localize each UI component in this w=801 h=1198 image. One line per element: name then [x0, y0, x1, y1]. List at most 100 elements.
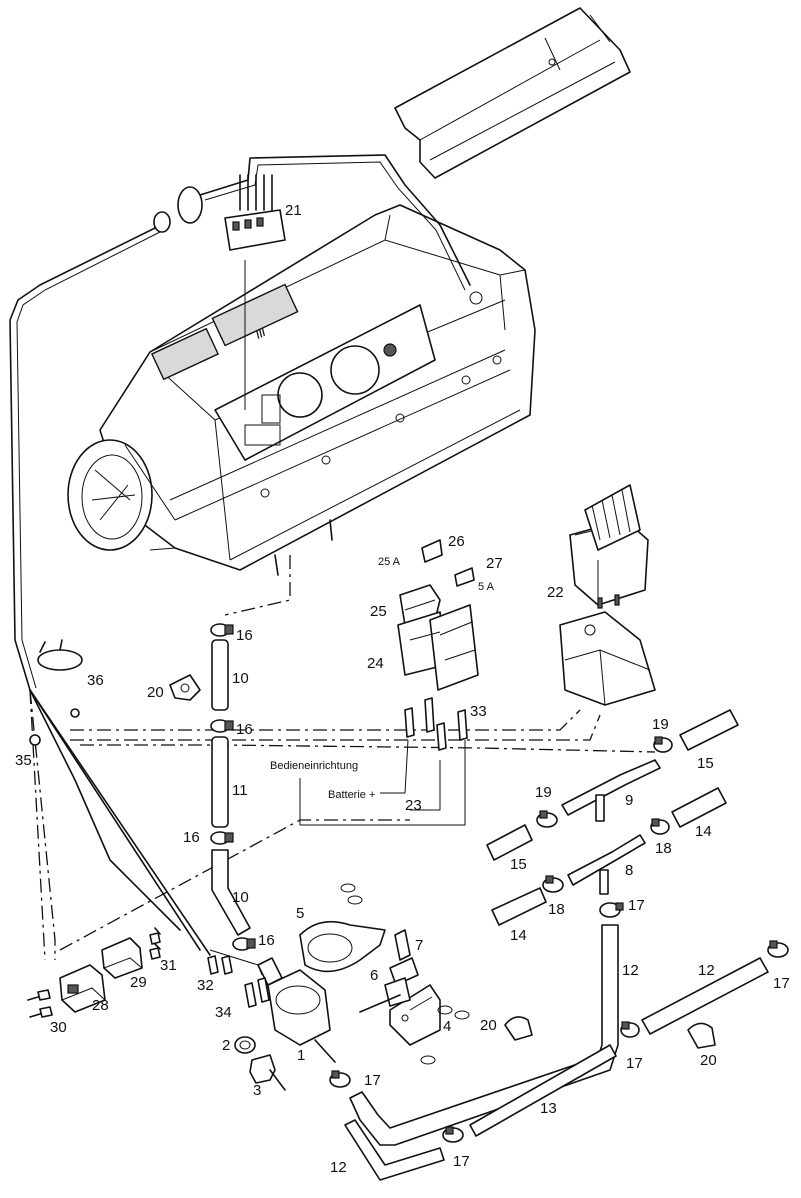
hose-14-upper	[671, 787, 727, 828]
plug-29	[101, 937, 143, 979]
filter-3	[249, 1054, 286, 1091]
clamp-18-lower	[542, 875, 564, 893]
callout-26: 26	[448, 533, 465, 550]
clamp-17-mid	[620, 1021, 640, 1038]
callout-20-c: 20	[700, 1052, 717, 1069]
callout-10-upper: 10	[232, 670, 249, 687]
callout-31: 31	[160, 957, 177, 974]
clamp-16-a	[210, 623, 234, 637]
callout-17-pump: 17	[364, 1072, 381, 1089]
callout-4: 4	[443, 1018, 451, 1035]
connectors-33	[404, 697, 468, 751]
hose-10-lower	[211, 849, 251, 936]
callout-24: 24	[367, 655, 384, 672]
callout-6: 6	[370, 967, 378, 984]
hose-15-upper	[679, 709, 739, 751]
hose-10-upper	[211, 639, 229, 711]
callout-25: 25	[370, 603, 387, 620]
damper-6	[384, 977, 411, 1007]
nut-small	[70, 708, 80, 718]
clamp-19-lower	[536, 810, 558, 828]
clamp-16-b	[210, 719, 234, 733]
callout-11: 11	[232, 782, 248, 799]
bracket-4	[389, 984, 441, 1046]
callout-8: 8	[625, 862, 633, 879]
callout-12-bottom: 12	[330, 1159, 347, 1176]
holder-20-a	[169, 674, 201, 701]
service-wrench	[394, 7, 631, 179]
wiring-harness	[9, 154, 483, 691]
callout-10-lower: 10	[232, 889, 249, 906]
callout-16-b: 16	[236, 721, 253, 738]
callout-18-upper: 18	[655, 840, 672, 857]
fuel-line-12-lower	[344, 1119, 445, 1181]
clamp-16-c	[210, 831, 234, 845]
hose-11	[211, 736, 229, 828]
label-battery: Batterie +	[328, 789, 375, 801]
callout-17-right: 17	[773, 975, 790, 992]
fuse-27	[454, 567, 475, 587]
t-piece-9	[561, 759, 661, 822]
callout-labels: 1 2 3 4 5 6 7 8 9 10 10 11 12 12 12 13 1…	[15, 202, 790, 1176]
callout-17-bottom: 17	[453, 1153, 470, 1170]
callout-36: 36	[87, 672, 104, 689]
callout-21: 21	[285, 202, 302, 219]
routing-lines	[29, 555, 656, 961]
callout-9: 9	[625, 792, 633, 809]
callout-17-mid: 17	[626, 1055, 643, 1072]
clamp-36	[37, 639, 83, 671]
washers	[340, 883, 470, 1065]
callout-12-mid: 12	[622, 962, 639, 979]
clamp-17-bottom	[442, 1126, 464, 1143]
fuel-line-12-right	[641, 957, 769, 1035]
label-operating-unit: Bedieneinrichtung	[270, 760, 358, 772]
callout-19-lower: 19	[535, 784, 552, 801]
label-fuse-25a: 25 A	[378, 556, 401, 568]
clamp-17-pump	[329, 1070, 351, 1088]
callout-33: 33	[470, 703, 487, 720]
callout-18-lower: 18	[548, 901, 565, 918]
clamp-18-upper	[650, 818, 670, 835]
callout-32: 32	[197, 977, 214, 994]
callout-14-lower: 14	[510, 927, 527, 944]
callout-20-b: 20	[480, 1017, 497, 1034]
relay-socket	[559, 611, 656, 706]
callout-13: 13	[540, 1100, 557, 1117]
callout-14-upper: 14	[695, 823, 712, 840]
callout-22: 22	[547, 584, 564, 601]
callout-20-a: 20	[147, 684, 164, 701]
heater-housing: ///	[67, 204, 536, 576]
callout-12-right: 12	[698, 962, 715, 979]
bolt	[359, 994, 401, 1013]
fuel-line-12-main	[349, 924, 619, 1146]
clamp-17-tee	[599, 902, 624, 918]
callout-3: 3	[253, 1082, 261, 1099]
fuse-26	[421, 539, 443, 563]
metering-pump-1	[257, 957, 336, 1063]
callout-23: 23	[405, 797, 422, 814]
callout-27: 27	[486, 555, 503, 572]
callout-16-c: 16	[183, 829, 200, 846]
callout-30: 30	[50, 1019, 67, 1036]
clamp-16-d	[232, 937, 256, 951]
terminals-31	[149, 927, 161, 960]
callout-7: 7	[415, 937, 423, 954]
terminals-34	[244, 977, 270, 1008]
callout-15-lower: 15	[510, 856, 527, 873]
callout-19-upper: 19	[652, 716, 669, 733]
callout-34: 34	[215, 1004, 232, 1021]
hose-15-lower	[486, 824, 533, 861]
hose-14-lower	[491, 887, 547, 926]
pump-cable	[209, 949, 263, 976]
nut-35	[29, 734, 41, 746]
callout-5: 5	[296, 905, 304, 922]
relay-22	[569, 484, 649, 609]
plug-28	[59, 964, 106, 1013]
callout-16-d: 16	[258, 932, 275, 949]
clamp-19-upper	[653, 736, 673, 753]
terminals-32	[207, 955, 233, 975]
callout-28: 28	[92, 997, 109, 1014]
callout-1: 1	[297, 1047, 305, 1064]
callout-29: 29	[130, 974, 147, 991]
